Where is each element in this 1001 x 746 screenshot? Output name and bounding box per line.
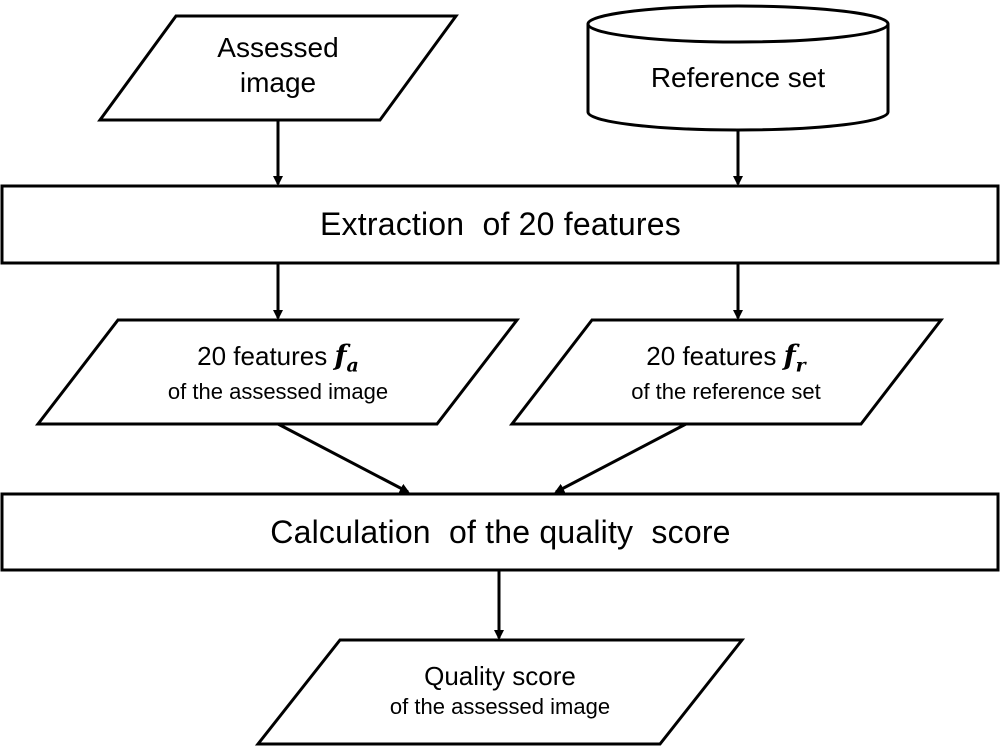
- features-assessed-symbol: fa: [334, 339, 359, 377]
- features-assessed-label: 20 features fa of the assessed image: [78, 338, 478, 406]
- quality-score-label: Quality score of the assessed image: [300, 660, 700, 720]
- features-assessed-node: [34, 318, 521, 426]
- features-reference-title: 20 features: [646, 341, 777, 371]
- features-reference-node: [508, 318, 945, 426]
- quality-score-node: [254, 638, 746, 746]
- extraction-label: Extraction of 20 features: [320, 206, 681, 242]
- calculation-label: Calculation of the quality score: [270, 514, 731, 550]
- reference-set-label: Reference set: [650, 62, 826, 93]
- features-assessed-subtitle: of the assessed image: [167, 379, 389, 405]
- quality-score-title: Quality score: [424, 661, 576, 691]
- arrow-features-reference-to-calculation: [554, 422, 687, 494]
- quality-score-subtitle: of the assessed image: [389, 693, 611, 719]
- features-reference-label: 20 features fr of the reference set: [526, 338, 926, 406]
- extraction-process-node: [0, 184, 1000, 265]
- assessed-image-node: [97, 14, 459, 122]
- features-reference-subtitle: of the reference set: [631, 379, 821, 405]
- assessed-image-line1: Assessed: [217, 32, 339, 63]
- assessed-image-line2: image: [239, 67, 317, 98]
- assessed-image-label: Assessed image: [178, 30, 378, 100]
- features-assessed-title: 20 features: [197, 341, 328, 371]
- calculation-process-node: [0, 492, 1000, 572]
- arrow-features-assessed-to-calculation: [277, 422, 410, 494]
- features-reference-symbol: fr: [783, 339, 806, 377]
- reference-set-node: [586, 4, 890, 132]
